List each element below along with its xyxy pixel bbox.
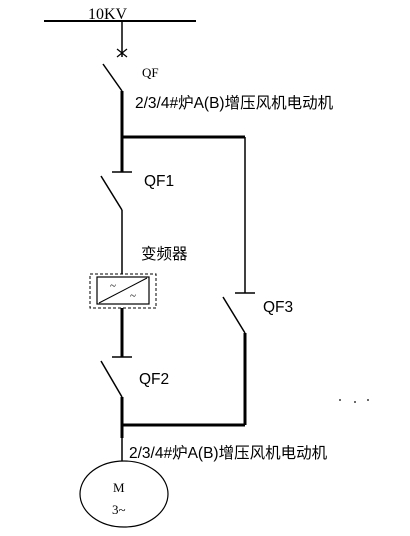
qf2-label: QF2 [139, 371, 169, 388]
vfd-diagonal [98, 277, 148, 304]
qf-label: QF [142, 65, 159, 80]
qf1-label: QF1 [144, 173, 174, 190]
vfd-tilde-right: ~ [130, 290, 136, 302]
qf2-blade [100, 360, 123, 398]
vfd-tilde-left: ~ [110, 280, 116, 292]
stray-dot-1 [339, 399, 341, 401]
vfd-box [96, 276, 150, 305]
qf3-blade [222, 296, 246, 334]
motor-label-3ph: 3~ [112, 502, 126, 517]
qf-blade [102, 63, 123, 92]
bottom-caption: 2/3/4#炉A(B)增压风机电动机 [129, 444, 328, 462]
motor-label-m: M [113, 480, 125, 495]
vfd-label: 变频器 [141, 245, 188, 263]
top-caption: 2/3/4#炉A(B)增压风机电动机 [135, 94, 334, 112]
stray-dot-2 [354, 401, 356, 403]
motor-circle [79, 460, 169, 528]
qf1-blade [100, 175, 123, 211]
stray-dot-3 [367, 399, 369, 401]
qf3-label: QF3 [263, 299, 293, 316]
qf-mark-2 [116, 48, 128, 58]
bus-label: 10KV [88, 6, 128, 23]
